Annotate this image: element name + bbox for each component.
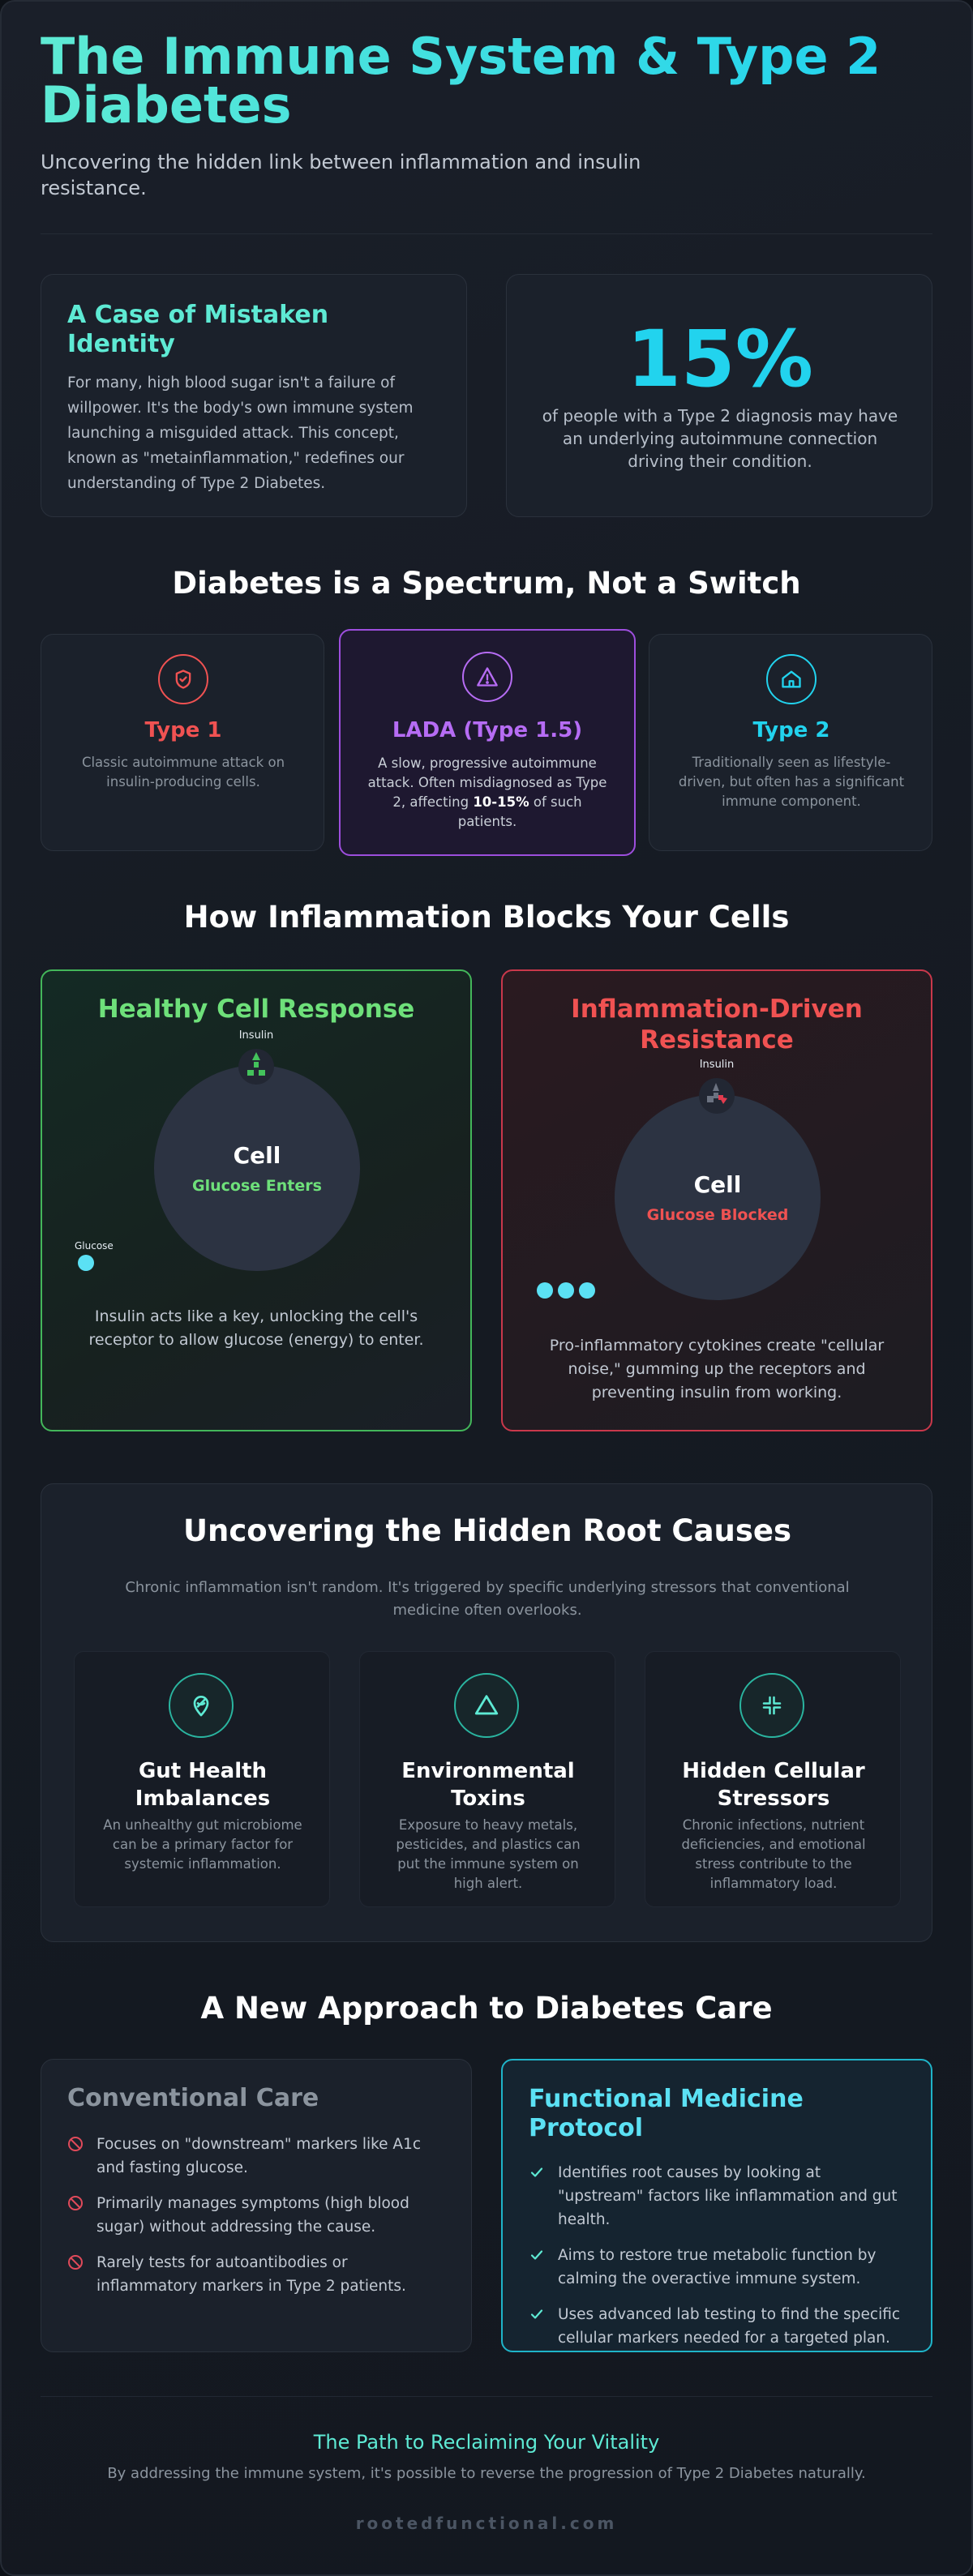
resistant-cell-card: Inflammation-Driven Resistance Insulin C…: [501, 969, 932, 1431]
resistant-cell-caption: Pro-inflammatory cytokines create "cellu…: [549, 1337, 885, 1401]
root-causes-intro: Chronic inflammation isn't random. It's …: [125, 1579, 850, 1619]
check-icon: [529, 2164, 547, 2232]
root-card-toxins: Environmental Toxins Exposure to heavy m…: [359, 1651, 615, 1907]
identity-title: A Case of Mistaken Identity: [67, 301, 329, 358]
stat-value: 15%: [627, 314, 813, 404]
root-causes-heading: Uncovering the Hidden Root Causes: [182, 1513, 792, 1548]
spectrum-desc-lada: A slow, progressive autoimmune attack. O…: [367, 755, 607, 829]
glucose-molecule: [537, 1282, 553, 1299]
ban-icon: [67, 2195, 85, 2239]
conventional-list: Focuses on "downstream" markers like A1c…: [67, 2133, 440, 2298]
spectrum-card-lada: LADA (Type 1.5) A slow, progressive auto…: [339, 629, 636, 856]
root-desc-cellular: Chronic infections, nutrient deficiencie…: [681, 1817, 866, 1891]
list-item: Rarely tests for autoantibodies or infla…: [67, 2251, 440, 2298]
ban-icon: [67, 2254, 85, 2298]
resistant-cell: Cell Glucose Blocked: [615, 1094, 821, 1300]
root-card-gut: Gut Health Imbalances An unhealthy gut m…: [74, 1651, 330, 1907]
identity-body: For many, high blood sugar isn't a failu…: [67, 374, 414, 492]
compress-icon: [739, 1673, 804, 1738]
glucose-molecule: [579, 1282, 595, 1299]
shield-icon: [158, 654, 208, 704]
triangle-icon: [454, 1673, 519, 1738]
spectrum-title-lada: LADA (Type 1.5): [392, 718, 583, 742]
functional-title: Functional Medicine Protocol: [529, 2085, 804, 2142]
list-item: Focuses on "downstream" markers like A1c…: [67, 2133, 440, 2180]
cell-label: Cell: [693, 1170, 742, 1198]
glucose-molecule: [78, 1255, 94, 1271]
footer-headline: The Path to Reclaiming Your Vitality: [313, 2431, 660, 2454]
cell-status: Glucose Enters: [192, 1176, 322, 1195]
divider: [41, 233, 932, 234]
spectrum-card-type2: Type 2 Traditionally seen as lifestyle-d…: [649, 634, 932, 851]
list-item: Aims to restore true metabolic function …: [529, 2244, 902, 2291]
glucose-label: Glucose: [75, 1240, 114, 1252]
inflammation-heading: How Inflammation Blocks Your Cells: [183, 900, 790, 935]
root-card-cellular: Hidden Cellular Stressors Chronic infect…: [645, 1651, 901, 1907]
list-item: Primarily manages symptoms (high blood s…: [67, 2192, 440, 2239]
healthy-cell-card: Healthy Cell Response Insulin Cell Gluco…: [41, 969, 472, 1431]
root-title-toxins: Environmental Toxins: [401, 1759, 575, 1811]
cell-status: Glucose Blocked: [646, 1205, 789, 1224]
spectrum-desc-type1: Classic autoimmune attack on insulin-pro…: [81, 755, 285, 789]
functional-card: Functional Medicine Protocol Identifies …: [501, 2059, 932, 2352]
approach-heading: A New Approach to Diabetes Care: [200, 1991, 773, 2026]
root-title-cellular: Hidden Cellular Stressors: [682, 1759, 865, 1811]
list-item: Uses advanced lab testing to find the sp…: [529, 2303, 902, 2350]
page-subtitle: Uncovering the hidden link between infla…: [41, 151, 641, 199]
insulin-label: Insulin: [238, 1029, 274, 1042]
page-title: The Immune System & Type 2 Diabetes: [41, 32, 884, 131]
root-causes-panel: Uncovering the Hidden Root Causes Chroni…: [41, 1483, 932, 1942]
home-icon: [766, 654, 817, 704]
healthy-cell-title: Healthy Cell Response: [97, 995, 415, 1024]
spectrum-title-type2: Type 2: [752, 718, 830, 742]
identity-card: A Case of Mistaken Identity For many, hi…: [41, 274, 467, 517]
list-item: Identifies root causes by looking at "up…: [529, 2161, 902, 2232]
spectrum-desc-type2: Traditionally seen as lifestyle-driven, …: [678, 755, 905, 809]
ban-icon: [67, 2136, 85, 2180]
root-desc-gut: An unhealthy gut microbiome can be a pri…: [103, 1817, 302, 1872]
healthy-cell-caption: Insulin acts like a key, unlocking the c…: [88, 1307, 424, 1349]
footer-brand: rootedfunctional.com: [355, 2514, 618, 2533]
check-icon: [529, 2247, 547, 2291]
insulin-key-icon: [247, 1051, 265, 1080]
footer-subtext: By addressing the immune system, it's po…: [107, 2465, 866, 2482]
healthy-cell: Cell Glucose Enters: [154, 1065, 360, 1271]
cell-label: Cell: [233, 1141, 281, 1169]
resistant-cell-title: Inflammation-Driven Resistance: [571, 995, 863, 1055]
footer-divider: [41, 2396, 932, 2397]
glucose-molecule: [558, 1282, 574, 1299]
stat-card: 15% of people with a Type 2 diagnosis ma…: [506, 274, 932, 517]
spectrum-title-type1: Type 1: [144, 718, 222, 742]
spectrum-heading: Diabetes is a Spectrum, Not a Switch: [172, 566, 801, 601]
check-icon: [529, 2306, 547, 2350]
spectrum-card-type1: Type 1 Classic autoimmune attack on insu…: [41, 634, 324, 851]
functional-list: Identifies root causes by looking at "up…: [529, 2161, 902, 2350]
conventional-card: Conventional Care Focuses on "downstream…: [41, 2059, 472, 2352]
root-desc-toxins: Exposure to heavy metals, pesticides, an…: [396, 1817, 581, 1891]
conventional-title: Conventional Care: [67, 2084, 319, 2112]
gut-icon: [169, 1673, 234, 1738]
insulin-label: Insulin: [699, 1059, 735, 1071]
blocked-insulin-icon: [707, 1081, 728, 1109]
warning-icon: [462, 652, 512, 702]
root-title-gut: Gut Health Imbalances: [135, 1759, 271, 1811]
stat-text: of people with a Type 2 diagnosis may ha…: [542, 406, 898, 471]
